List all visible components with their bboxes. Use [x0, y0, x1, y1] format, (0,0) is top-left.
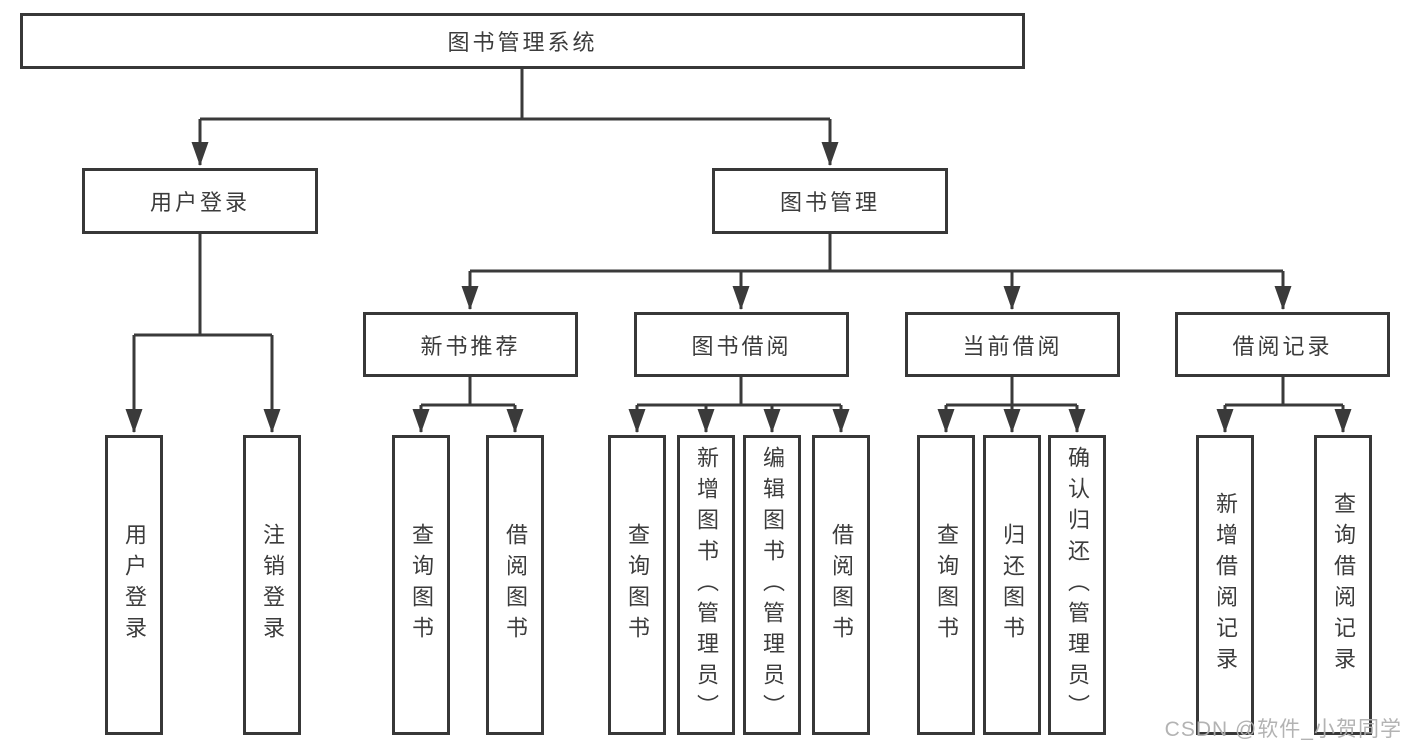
node-leaf-add-books-admin: 新增图书（管理员） [677, 435, 735, 735]
node-label: 新增借阅记录 [1213, 492, 1238, 678]
node-label: 查询借阅记录 [1331, 492, 1356, 678]
node-label: 借阅图书 [829, 523, 854, 647]
node-leaf-query-books-3: 查询图书 [917, 435, 975, 735]
node-borrow-records: 借阅记录 [1175, 312, 1390, 377]
node-leaf-borrow-books-2: 借阅图书 [812, 435, 870, 735]
node-label: 新增图书（管理员） [694, 445, 719, 725]
node-leaf-edit-books-admin: 编辑图书（管理员） [743, 435, 801, 735]
node-label: 新书推荐 [420, 333, 521, 359]
node-label: 查询图书 [625, 523, 650, 647]
node-label: 借阅图书 [503, 523, 528, 647]
node-label: 图书借阅 [691, 333, 792, 359]
node-label: 当前借阅 [962, 333, 1063, 359]
node-book-management: 图书管理 [712, 168, 948, 234]
node-leaf-logout: 注销登录 [243, 435, 301, 735]
node-label: 查询图书 [409, 523, 434, 647]
node-user-login: 用户登录 [82, 168, 318, 234]
node-current-borrow: 当前借阅 [905, 312, 1120, 377]
csdn-watermark: CSDN @软件_小贺同学 [1164, 718, 1402, 741]
node-leaf-query-books-2: 查询图书 [608, 435, 666, 735]
node-label: 归还图书 [1000, 523, 1025, 647]
node-label: 用户登录 [149, 190, 250, 215]
node-label: 确认归还（管理员） [1065, 445, 1090, 725]
node-leaf-user-login: 用户登录 [105, 435, 163, 735]
node-leaf-query-books-1: 查询图书 [392, 435, 450, 735]
node-label: 图书管理系统 [447, 30, 598, 55]
node-label: 图书管理 [779, 190, 880, 215]
node-label: 查询图书 [934, 523, 959, 647]
node-label: 编辑图书（管理员） [760, 445, 785, 725]
node-library-system: 图书管理系统 [20, 13, 1025, 69]
node-book-borrow: 图书借阅 [634, 312, 849, 377]
node-label: 用户登录 [122, 523, 147, 647]
node-leaf-confirm-return-admin: 确认归还（管理员） [1048, 435, 1106, 735]
node-leaf-borrow-books-1: 借阅图书 [486, 435, 544, 735]
node-leaf-add-borrow-record: 新增借阅记录 [1196, 435, 1254, 735]
node-leaf-query-borrow-record: 查询借阅记录 [1314, 435, 1372, 735]
node-new-book-recommend: 新书推荐 [363, 312, 578, 377]
node-leaf-return-books: 归还图书 [983, 435, 1041, 735]
node-label: 注销登录 [260, 523, 285, 647]
node-label: 借阅记录 [1232, 333, 1333, 359]
